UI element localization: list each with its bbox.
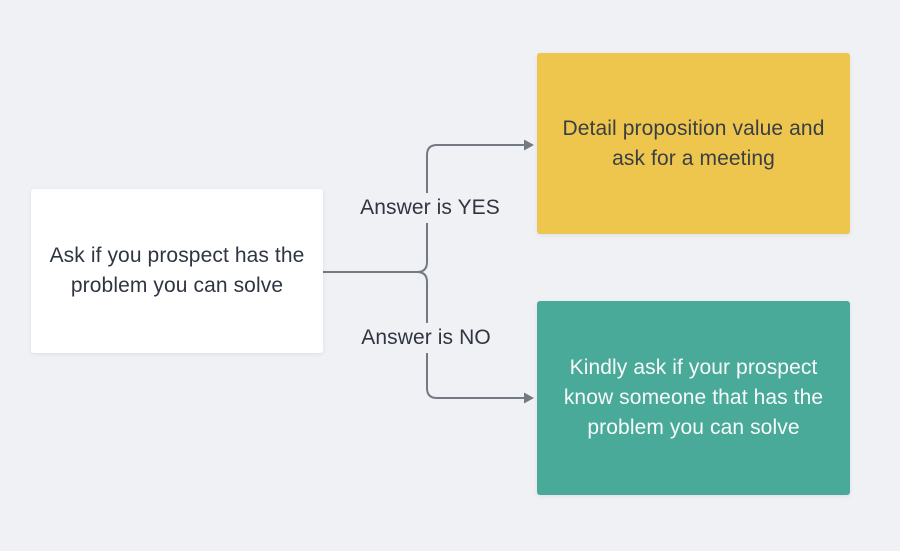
arrowhead-yes-icon: [524, 139, 534, 151]
node-yes-outcome-label: Detail proposition value and ask for a m…: [562, 116, 825, 170]
node-no-outcome[interactable]: Kindly ask if your prospect know someone…: [537, 301, 850, 495]
arrowhead-no-icon: [524, 392, 534, 404]
node-ask-prospect-label: Ask if you prospect has the problem you …: [49, 244, 305, 297]
edge-label-yes: Answer is YES: [353, 193, 507, 223]
node-no-outcome-label: Kindly ask if your prospect know someone…: [563, 356, 824, 439]
node-yes-outcome[interactable]: Detail proposition value and ask for a m…: [537, 53, 850, 234]
node-ask-prospect[interactable]: Ask if you prospect has the problem you …: [31, 189, 323, 353]
edge-label-no: Answer is NO: [354, 323, 498, 353]
